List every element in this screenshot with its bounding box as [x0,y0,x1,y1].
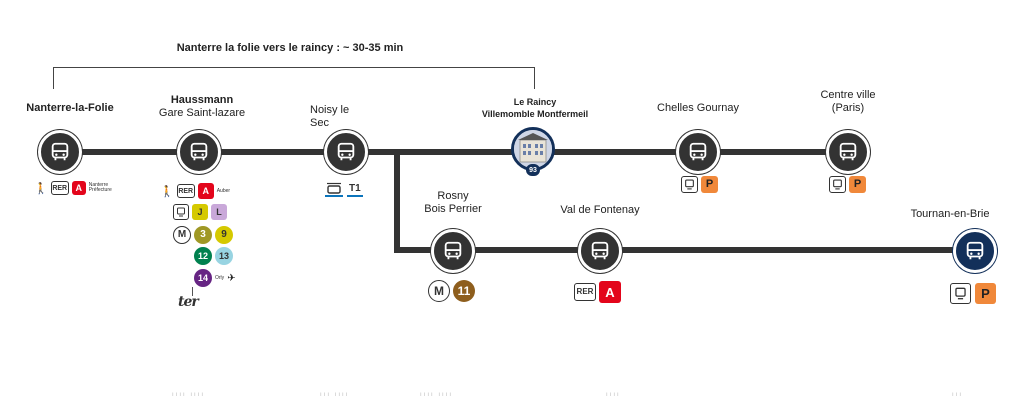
footer-ticks-3: ıııı ıııı [420,392,454,398]
dept-93-badge: 93 [526,164,540,176]
parking-badge: P [975,283,996,304]
station-stop-nanterre[interactable] [38,130,82,174]
bus-icon [51,142,69,161]
station-stop-fontenay[interactable] [578,229,622,273]
station-stop-rosny[interactable] [431,229,475,273]
bus-icon [689,142,707,161]
bus-icon [839,142,857,161]
connections-haussmann-row5: 14 Orly ✈ [194,269,236,287]
station-stop-noisy[interactable] [324,130,368,174]
tram-icon [325,182,343,198]
station-stop-haussmann[interactable] [177,130,221,174]
tram-t1-badge: T1 [347,183,363,197]
walk-icon: 🚶 [34,182,48,195]
bus-icon [444,241,462,260]
rer-a-badge: A [599,281,621,303]
station-stop-chelles[interactable] [676,130,720,174]
connections-nanterre: 🚶 RER A Nanterre Préfecture [34,181,112,195]
ter-logo: ter [178,294,199,310]
orly-note: Orly [215,274,225,281]
parking-badge: P [701,176,718,193]
connections-chelles: P [681,176,718,193]
metro-13-badge: 13 [215,247,233,265]
footer-ticks-1: ıııı ıııı [172,392,206,398]
auber-note: Auber [216,187,231,194]
metro-14-badge: 14 [194,269,212,287]
connections-centre: P [829,176,866,193]
train-icon [829,176,846,193]
connections-haussmann-row3: M 3 9 [173,226,233,244]
metro-12-badge: 12 [194,247,212,265]
rer-a-badge: A [71,181,86,195]
bus-icon [337,142,355,161]
connections-fontenay: RER A [574,281,621,303]
station-label-chelles: Chelles Gournay [657,102,739,114]
line-j-badge: J [192,204,208,220]
parking-badge: P [849,176,866,193]
connections-haussmann-row1: 🚶 RER A Auber [160,183,230,199]
footer-ticks-2: ııı ıııı [320,392,350,398]
station-label-centre: Centre ville(Paris) [820,89,876,114]
walk-icon: 🚶 [160,185,174,198]
station-photo-raincy[interactable] [511,127,555,171]
train-icon [681,176,698,193]
station-label-tournan: Tournan-en-Brie [910,208,990,220]
train-icon [950,283,971,304]
nanterre-note: Nanterre Préfecture [88,182,112,193]
station-stop-centre[interactable] [826,130,870,174]
plane-icon: ✈ [227,272,236,284]
connections-haussmann-row2: J L [173,204,227,220]
station-label-nanterre: Nanterre-la-Folie [26,102,114,114]
route-bracket [53,67,535,89]
train-icon [173,204,189,220]
metro-9-badge: 9 [215,226,233,244]
main-line-upper [60,149,848,155]
metro-icon: M [173,226,191,244]
building-icon [514,130,552,168]
connections-haussmann-row4: 12 13 [194,247,233,265]
line-l-badge: L [211,204,227,220]
metro-icon: M [428,280,450,302]
connections-noisy: T1 [325,182,363,198]
bus-icon [966,241,984,260]
route-duration-title: Nanterre la folie vers le raincy : ~ 30-… [176,42,404,54]
branch-line-vertical [394,149,400,253]
station-stop-tournan[interactable] [953,229,997,273]
bus-icon [190,142,208,161]
metro-11-badge: 11 [453,280,475,302]
rer-badge: RER [574,283,596,301]
connections-tournan: P [950,283,996,304]
connections-rosny: M 11 [428,280,475,302]
footer-ticks-5: ııı [952,392,964,398]
branch-line-lower [394,247,974,253]
rer-badge: RER [50,181,69,195]
footer-ticks-4: ıııı [606,392,621,398]
metro-3-badge: 3 [194,226,212,244]
station-label-fontenay: Val de Fontenay [560,204,640,216]
rer-badge: RER [176,184,195,198]
bus-icon [591,241,609,260]
rer-a-badge: A [197,183,214,199]
haussmann-ter-divider [192,287,193,296]
